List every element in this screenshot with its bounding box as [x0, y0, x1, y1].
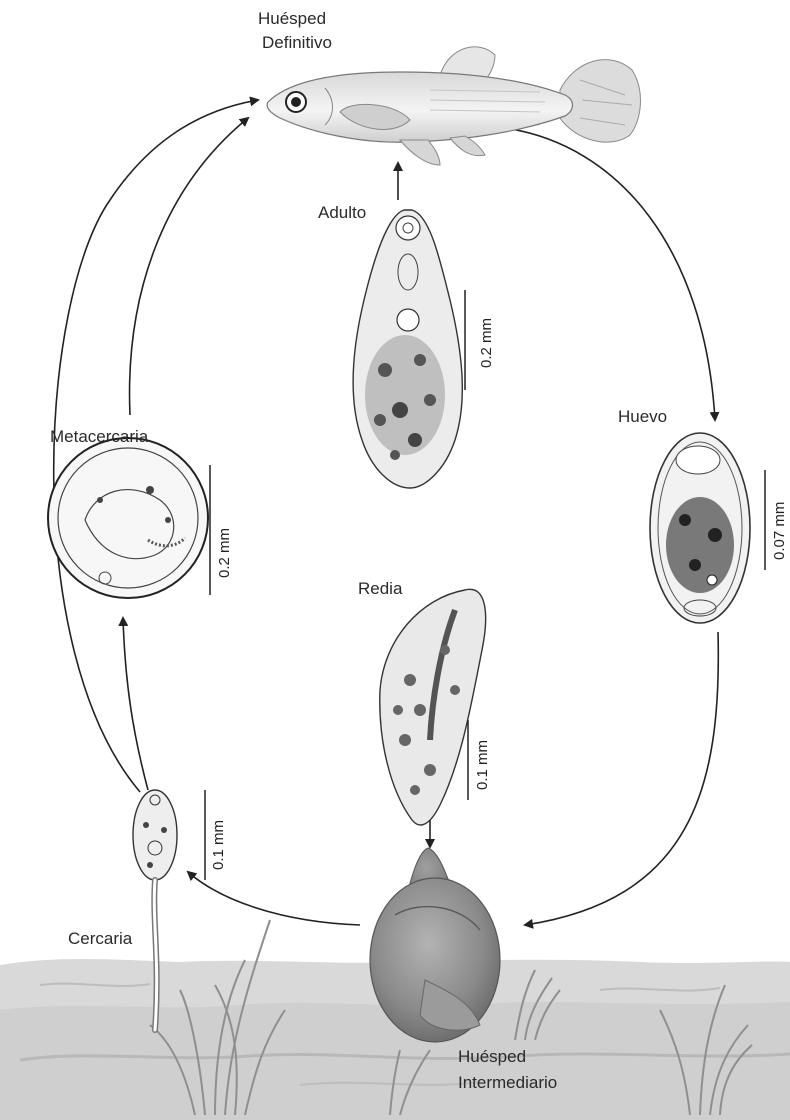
arrow-egg-to-snail: [525, 632, 718, 925]
redia: [380, 589, 486, 825]
scale-label-metacercaria: 0.2 mm: [216, 528, 233, 578]
definitive-host-label-line2: Definitivo: [262, 32, 332, 54]
fish-illustration: [267, 47, 640, 165]
adult-label: Adulto: [318, 202, 366, 224]
arrow-metacercaria-to-fish: [130, 118, 248, 415]
arrow-cercaria-to-metacercaria: [123, 618, 148, 790]
redia-label: Redia: [358, 578, 402, 600]
scale-label-egg: 0.07 mm: [771, 502, 788, 560]
arrow-fish-to-egg: [505, 128, 715, 420]
adult-fluke: [353, 210, 462, 488]
metacercaria: [48, 438, 208, 598]
definitive-host-label-line1: Huésped: [258, 8, 326, 30]
scale-label-redia: 0.1 mm: [474, 740, 491, 790]
scale-label-adult: 0.2 mm: [478, 318, 495, 368]
intermediate-host-label-line2: Intermediario: [458, 1072, 557, 1094]
arrow-snail-to-cercaria: [188, 872, 360, 925]
intermediate-host-label-line1: Huésped: [458, 1046, 526, 1068]
snail-illustration: [370, 848, 500, 1042]
egg-label: Huevo: [618, 406, 667, 428]
egg: [650, 433, 750, 623]
scale-label-cercaria: 0.1 mm: [210, 820, 227, 870]
metacercaria-label: Metacercaria: [50, 426, 148, 448]
cercaria-label: Cercaria: [68, 928, 132, 950]
